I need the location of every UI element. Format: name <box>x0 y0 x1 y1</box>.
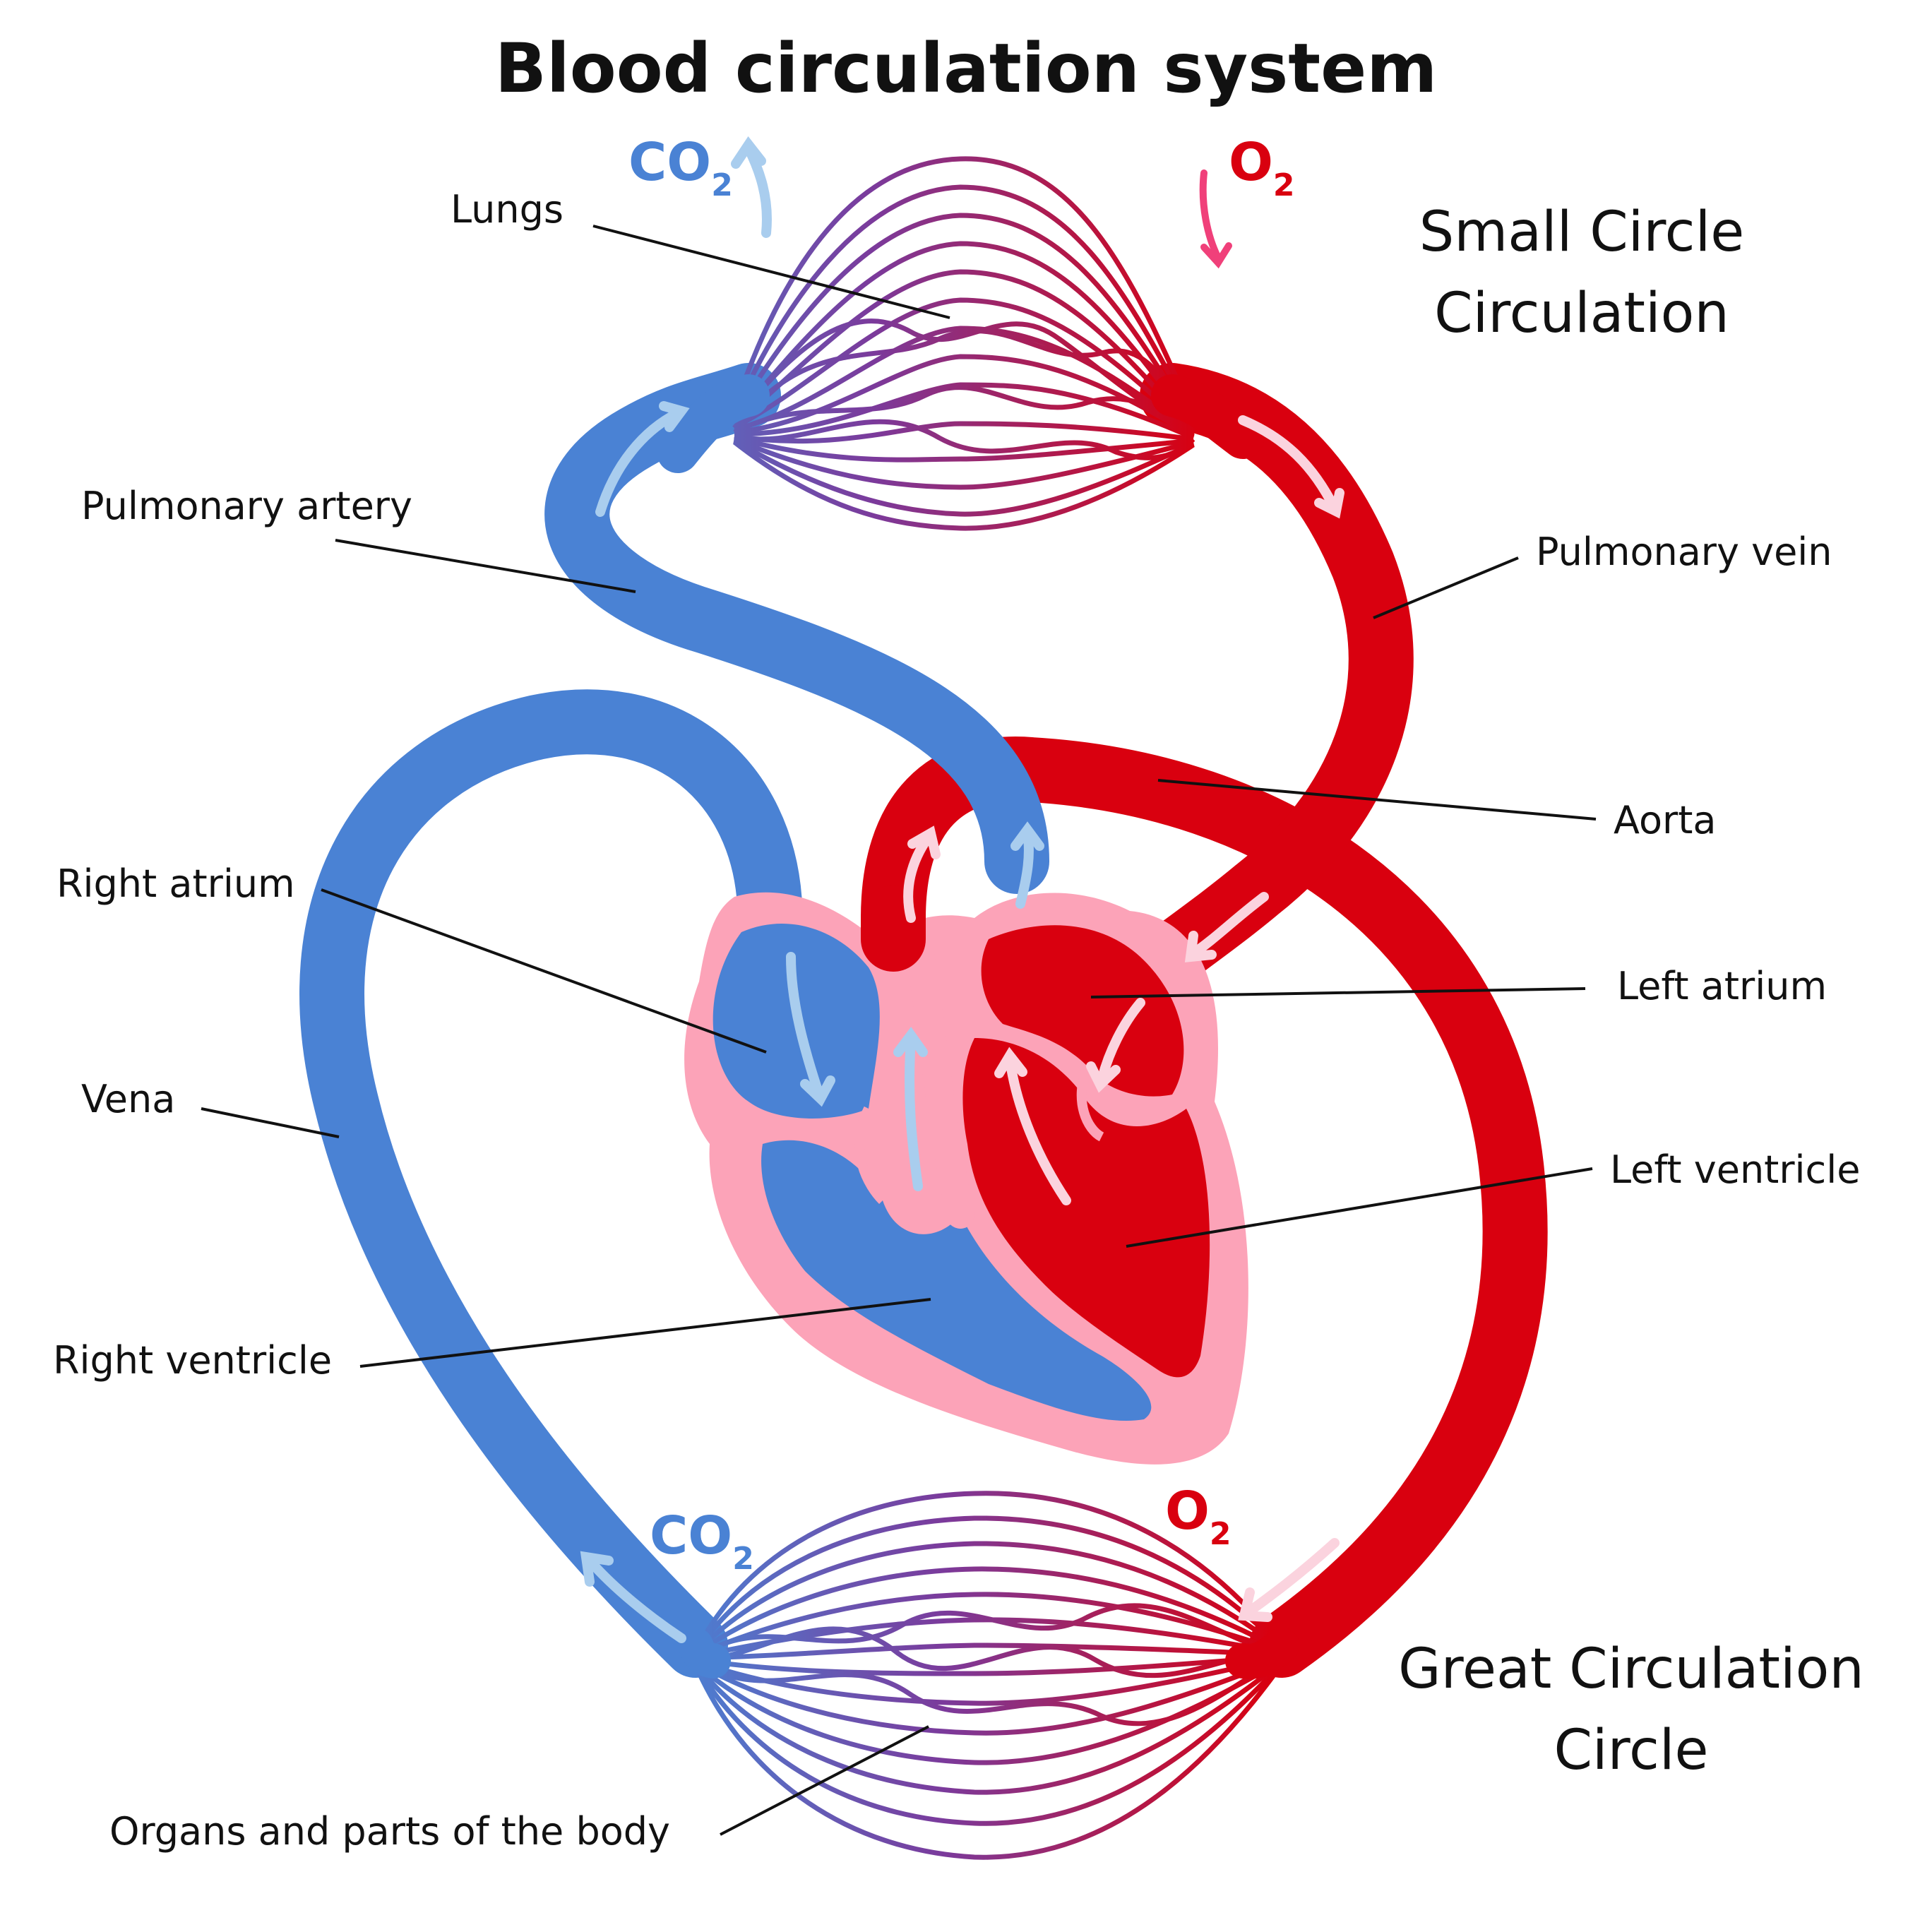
leader-organs <box>720 1725 929 1836</box>
arrow-la-down <box>1097 998 1145 1085</box>
body-inlet <box>1225 1628 1299 1679</box>
leader-lungs <box>592 225 950 319</box>
heart <box>684 886 1248 1465</box>
label-left-atrium: Left atrium <box>1617 964 1827 1008</box>
o2-top-label: O2 <box>1229 132 1295 203</box>
label-vena: Vena <box>81 1077 175 1121</box>
septum <box>904 925 974 1229</box>
label-pulmonary-vein: Pulmonary vein <box>1536 530 1832 574</box>
right-ventricle-chamber <box>761 1140 1152 1421</box>
tricuspid-valve <box>854 1106 887 1204</box>
great-circle-heading-line1: Great Circulation <box>1398 1638 1864 1701</box>
arrow-pulm-artery-up <box>595 408 683 517</box>
lungs-inlet <box>657 374 770 473</box>
arrow-pulm-out <box>1015 828 1034 909</box>
label-left-ventricle: Left ventricle <box>1610 1147 1860 1192</box>
arrow-lv-up <box>1005 1054 1071 1205</box>
leader-left-atrium <box>1090 987 1586 998</box>
arrow-aorta-down <box>1241 1538 1340 1618</box>
label-organs: Organs and parts of the body <box>109 1809 670 1854</box>
o2-bottom-label: O2 <box>1165 1481 1232 1552</box>
arrow-o2-top <box>1199 169 1222 261</box>
lungs-capillaries <box>732 156 1196 531</box>
small-circle-heading-line2: Circulation <box>1434 282 1729 345</box>
co2-bottom-label: CO2 <box>650 1505 754 1577</box>
label-aorta: Aorta <box>1614 798 1717 842</box>
label-lungs: Lungs <box>451 187 564 232</box>
arrow-rv-up <box>905 1033 923 1191</box>
leader-pulmonary-vein <box>1373 556 1519 619</box>
small-circle-heading-line1: Small Circle <box>1419 201 1744 264</box>
co2-top-label: CO2 <box>628 132 733 203</box>
leader-aorta <box>1157 779 1597 821</box>
leader-pulmonary-artery <box>335 539 636 593</box>
arrow-pulm-vein-down <box>1238 415 1340 513</box>
label-pulmonary-artery: Pulmonary artery <box>81 484 412 528</box>
vena-vessel <box>299 689 802 1678</box>
page-title: Blood circulation system <box>495 29 1438 108</box>
arrow-vena-up <box>585 1556 686 1643</box>
body-capillaries <box>696 1491 1280 1860</box>
arrow-ra-down <box>786 952 824 1099</box>
leader-vena <box>201 1107 340 1138</box>
arrow-vein-into-heart <box>1188 892 1269 958</box>
leader-left-ventricle <box>1126 1167 1593 1248</box>
flow-arrows <box>580 136 1344 1643</box>
lungs-outlet <box>1151 374 1264 459</box>
left-atrium-chamber <box>981 925 1184 1097</box>
body-outlet <box>678 1628 731 1678</box>
great-circle-heading-line2: Circle <box>1554 1719 1708 1782</box>
label-right-ventricle: Right ventricle <box>53 1338 332 1383</box>
arrow-aorta-out <box>903 832 934 923</box>
mitral-valve <box>1076 1064 1104 1142</box>
leader-right-ventricle <box>359 1298 931 1368</box>
leader-right-atrium <box>321 888 767 1054</box>
label-right-atrium: Right atrium <box>56 861 295 906</box>
